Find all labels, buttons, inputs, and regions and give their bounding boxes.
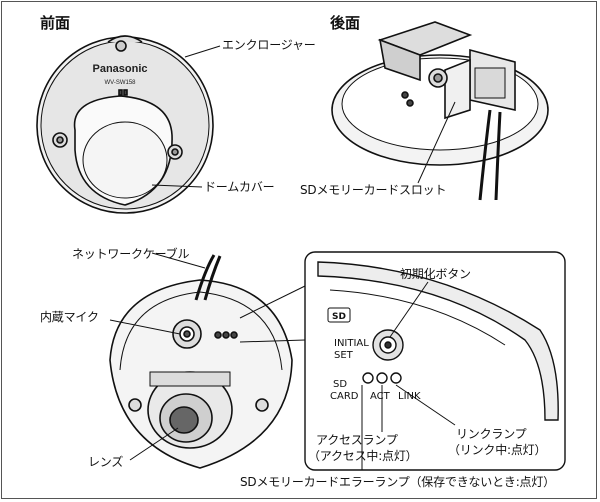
panel-act-text: ACT (370, 391, 391, 402)
access-lamp-note: （アクセス中:点灯） (308, 449, 418, 463)
panel-sd-logo: SD (332, 312, 346, 322)
sd-error-lamp-label: SDメモリーカードエラーランプ（保存できないとき:点灯） (240, 475, 555, 489)
inside-camera-illustration (109, 254, 293, 469)
front-model-text: WV-SW158 (104, 80, 136, 86)
front-camera-illustration (36, 35, 214, 214)
access-lamp-label: アクセスランプ (316, 433, 398, 447)
detail-panel (304, 251, 566, 471)
init-button-label: 初期化ボタン (400, 267, 471, 281)
link-lamp-note: （リンク中:点灯） (448, 443, 547, 457)
front-view-title: 前面 (40, 14, 71, 32)
enclosure-label: エンクロージャー (222, 38, 316, 52)
network-cable-label: ネットワークケーブル (72, 247, 190, 261)
lens-label: レンズ (88, 455, 124, 469)
rear-camera-illustration (331, 21, 549, 201)
panel-sd-text: SD (333, 379, 347, 390)
dome-cover-label: ドームカバー (204, 180, 275, 194)
rear-view-title: 後面 (330, 14, 361, 32)
built-in-mic-label: 内蔵マイク (40, 310, 99, 324)
sd-slot-label: SDメモリーカードスロット (300, 183, 447, 197)
panel-initial-text: INITIAL (334, 338, 369, 349)
panel-card-text: CARD (330, 391, 359, 402)
link-lamp-label: リンクランプ (456, 427, 527, 441)
front-brand-text: Panasonic (92, 63, 147, 75)
panel-set-text: SET (334, 350, 354, 361)
panel-link-text: LINK (398, 391, 421, 402)
